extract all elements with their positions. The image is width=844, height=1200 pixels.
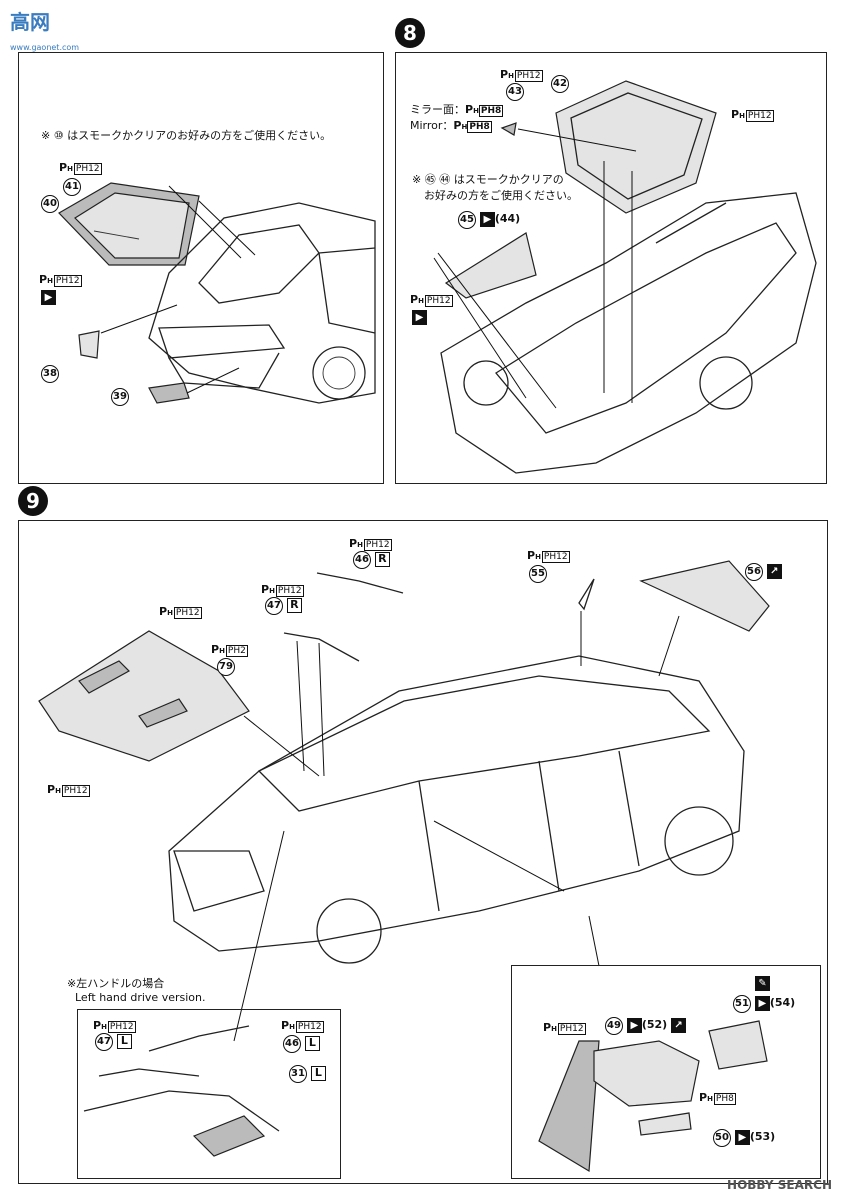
lhd-part-46-label: 46 (283, 1035, 301, 1053)
step9-drawing (38, 560, 770, 1173)
mirror-base-shape (538, 1040, 600, 1173)
part-56-label: 56 (745, 563, 763, 581)
part-47-label: 47 (265, 597, 283, 615)
car-body-tub (440, 192, 817, 474)
lhd-wiper-46 (148, 1025, 250, 1052)
mirror-part-51-group: 51 ▶(54) (733, 995, 795, 1013)
mirror-part-50-group: 50 ▶(53) (713, 1129, 775, 1147)
lhd-part-47-group: 47 L (95, 1033, 132, 1051)
lhd-note-en: Left hand drive version. (75, 991, 206, 1004)
lhd-part-46-group: 46 L (283, 1035, 320, 1053)
part-43-shape (500, 122, 517, 136)
mirror-part-51-label: 51 (733, 995, 751, 1013)
part-55-antenna (578, 578, 595, 611)
lhd-part-31-label: 31 (289, 1065, 307, 1083)
lhd-note-jp: ※左ハンドルの場合 (67, 977, 165, 990)
lhd-part-31-group: 31 L (289, 1065, 326, 1083)
part-44-alt: (44) (494, 212, 521, 225)
lhd-wiper-47 (98, 1068, 200, 1077)
part-38-shape (78, 330, 100, 359)
part-43-label: 43 (506, 83, 524, 101)
part-45-label: 45 (458, 211, 476, 229)
step8-note-line2: お好みの方をご使用ください。 (424, 189, 578, 202)
part-45-shape (444, 232, 537, 299)
watermark-logo: 高网 www.gaonet.com (10, 6, 79, 54)
part-38-label: 38 (41, 365, 59, 383)
watermark-url: www.gaonet.com (10, 43, 80, 52)
part-46-group: 46 R (353, 551, 390, 569)
part-42-shape (555, 80, 717, 214)
part-46-mark: R (374, 551, 390, 567)
footer-brand: HOBBY SEARCH (727, 1178, 832, 1192)
part-56-spoiler (639, 560, 770, 632)
car-main-body (168, 655, 745, 952)
part-39-label: 39 (111, 388, 129, 406)
part-47-wiper (283, 632, 360, 662)
step8-number: 8 (395, 18, 425, 48)
mirror-part-49-group: 49 ▶(52) ↗ (605, 1017, 687, 1035)
part-47-mark: R (286, 597, 302, 613)
part-46-label: 46 (353, 551, 371, 569)
mirror-detail-box (511, 965, 821, 1179)
lhd-part-46-mark: L (304, 1035, 320, 1051)
masking-mark: ▶ (41, 289, 56, 305)
watermark-logo-text: 高网 (10, 10, 50, 34)
mirror-tool-mark: ✎ (755, 975, 770, 991)
step7-drawing (58, 182, 376, 404)
step9-number: 9 (18, 486, 48, 516)
step7-note: ※ ⑩ はスモークかクリアのお好みの方をご使用ください。 (41, 129, 332, 142)
mirror-part-53-alt: (53) (749, 1130, 776, 1143)
mirror-part-49-label: 49 (605, 1017, 623, 1035)
part-41-label: 41 (63, 178, 81, 196)
lhd-part-31-mark: L (310, 1065, 326, 1081)
part-42-label: 42 (551, 75, 569, 93)
part-51-mirror-cover (708, 1020, 768, 1070)
lhd-vent-31 (192, 1115, 266, 1157)
part-79-label: 79 (217, 658, 235, 676)
mirror-part-50-label: 50 (713, 1129, 731, 1147)
part-79-hood (38, 630, 250, 762)
mirror-part-54-alt: (54) (769, 996, 796, 1009)
masking-mark-8: ▶ (412, 309, 427, 325)
step8-drawing (433, 80, 817, 474)
part-39-shape (148, 382, 190, 404)
mirror-part-52-alt: (52) (641, 1018, 668, 1031)
part-56-group: 56 ↗ (745, 563, 782, 581)
part-55-label: 55 (529, 565, 547, 583)
part-45-group: 45 ▶(44) (458, 211, 520, 229)
part-46-wiper (316, 572, 404, 594)
part-49-mirror-shell (593, 1040, 700, 1107)
step8-note-line1: ※ ㊺ ㊹ はスモークかクリアの (412, 173, 564, 186)
lhd-part-47-label: 47 (95, 1033, 113, 1051)
lhd-part-47-mark: L (116, 1033, 132, 1049)
part-47-group: 47 R (265, 597, 302, 615)
part-40-label: 40 (41, 195, 59, 213)
part-50-mirror-lens (638, 1112, 692, 1136)
lhd-detail-box (77, 1009, 341, 1179)
